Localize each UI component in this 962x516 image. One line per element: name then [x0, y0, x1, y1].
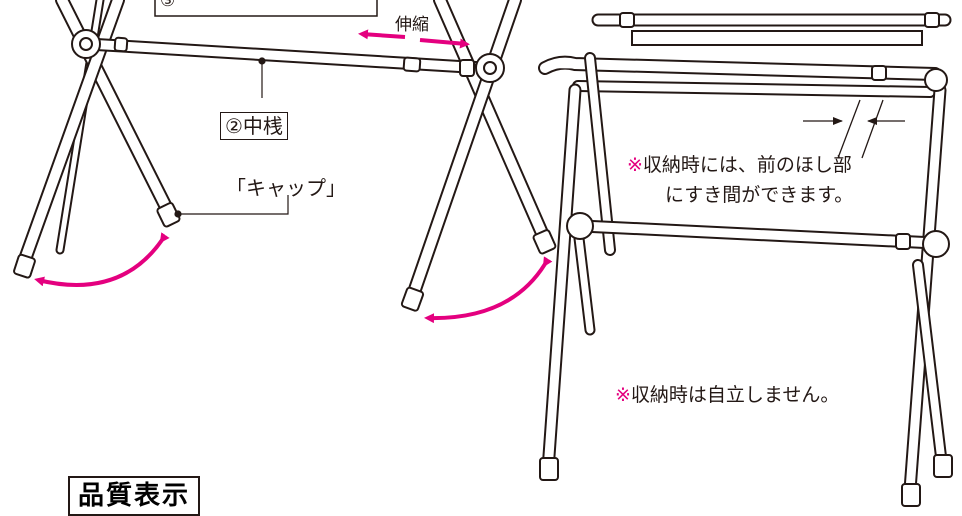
storage-standing-note: ※収納時は自立しません。	[615, 380, 839, 407]
folded-stand-drawing	[538, 12, 953, 507]
top-partial-box	[154, 0, 378, 17]
center-bar-label: ②中桟	[220, 112, 288, 140]
center-bar-leader	[258, 57, 266, 98]
extend-arrows	[358, 29, 470, 49]
note-mark: ※	[615, 384, 631, 406]
quality-heading: 品質表示	[68, 476, 201, 516]
note-line-2: にすき間ができます。	[665, 184, 854, 206]
top-partial-label: ③	[160, 0, 176, 11]
rotate-arrows	[34, 232, 553, 324]
note-mark: ※	[627, 154, 643, 176]
cap-label: 「キャップ」	[226, 176, 346, 200]
extend-label: 伸縮	[395, 15, 429, 35]
note-line-1: 収納時には、前のほし部	[642, 154, 852, 176]
left-stand-drawing	[13, 0, 557, 312]
cap-leader	[174, 195, 289, 218]
gap-indicator	[803, 99, 905, 159]
note-text: 収納時は自立しません。	[630, 384, 840, 406]
